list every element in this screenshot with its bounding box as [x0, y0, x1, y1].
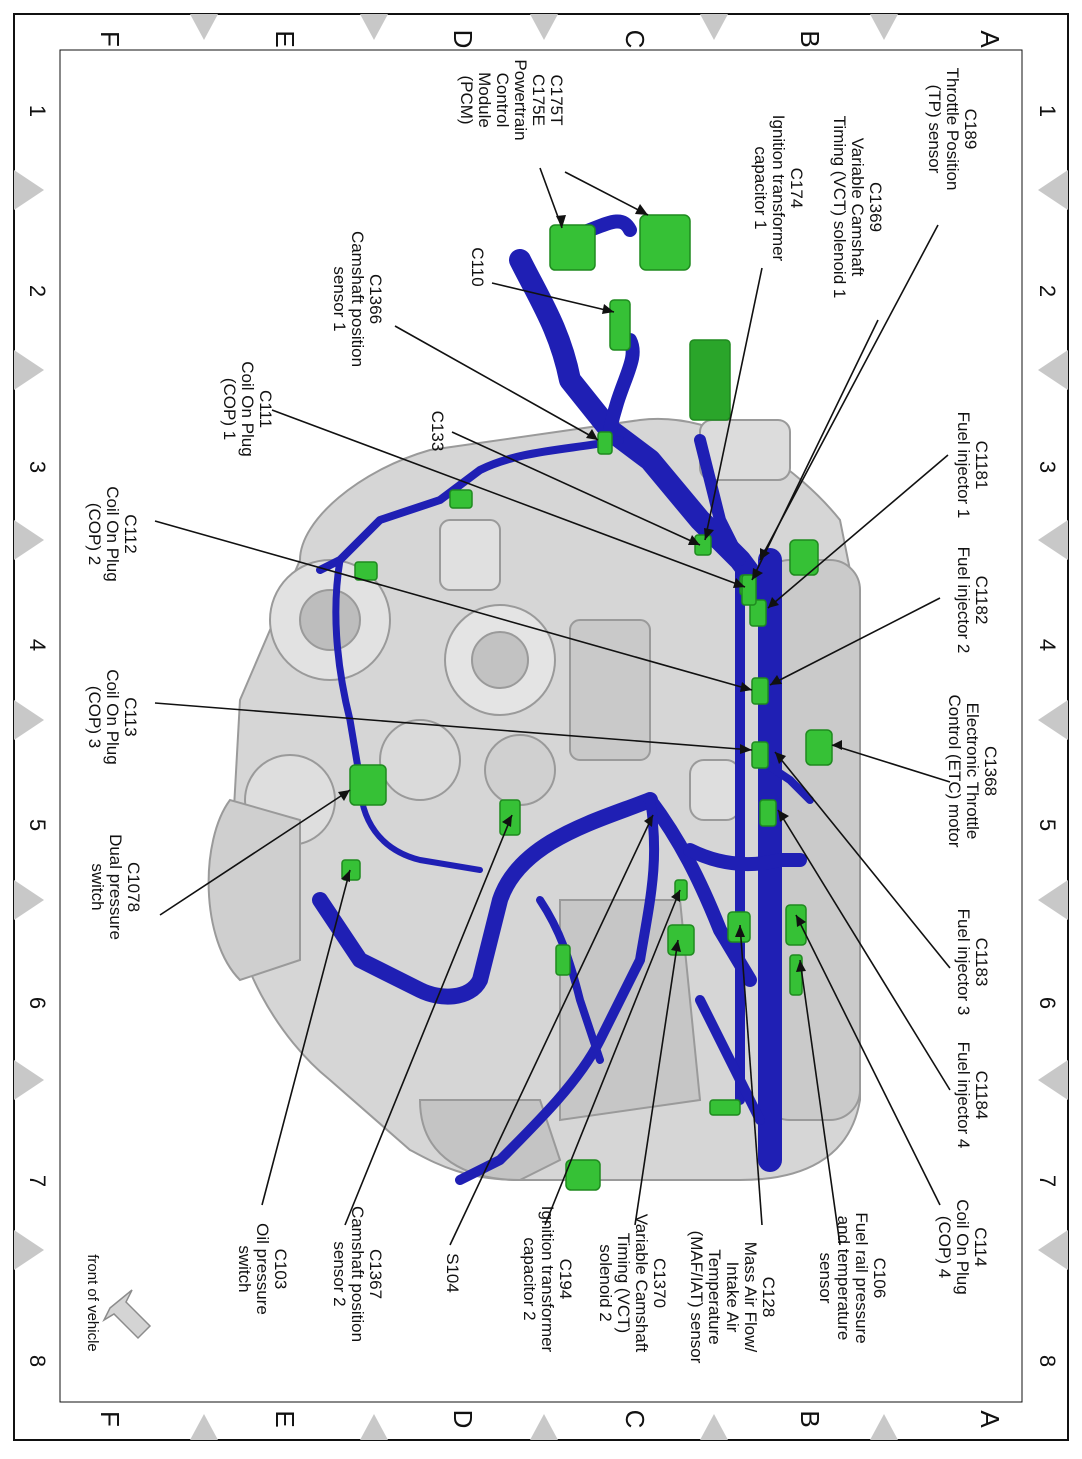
grid-number-left-6: 6	[25, 996, 50, 1010]
grid-number-right-3: 3	[1035, 460, 1060, 474]
label-c194: C194 Ignition transformer capacitor 2	[520, 1205, 575, 1353]
connector-c1183	[751, 741, 769, 769]
connector-c128	[727, 911, 751, 943]
grid-number-left-1: 1	[25, 104, 50, 118]
connector-c133	[449, 489, 473, 509]
label-c1367: C1367 Camshaft position sensor 2	[330, 1205, 385, 1343]
grid-number-left-8: 8	[25, 1354, 50, 1368]
grid-letter-top-f: F	[95, 31, 125, 47]
connector-misc-1	[555, 944, 571, 976]
connector-c1184	[759, 799, 777, 827]
connector-big-box	[689, 339, 731, 421]
grid-letter-bottom-d: D	[448, 1409, 478, 1429]
arrowheads	[338, 204, 842, 972]
grid-number-left-3: 3	[25, 460, 50, 474]
grid-letter-top-e: E	[270, 30, 300, 48]
grid-number-right-5: 5	[1035, 818, 1060, 832]
label-c1366: C1366 Camshaft position sensor 1	[330, 230, 385, 368]
grid-letter-bottom-e: E	[270, 1410, 300, 1428]
label-c106: C106 Fuel rail pressure and temperature …	[816, 1212, 889, 1344]
grid-number-left-4: 4	[25, 638, 50, 652]
connector-c189	[639, 214, 691, 271]
grid-number-left-5: 5	[25, 818, 50, 832]
grid-letter-bottom-c: C	[620, 1409, 650, 1429]
label-c110: C110	[468, 247, 487, 287]
label-c1369: C1369 Variable Camshaft Timing (VCT) sol…	[830, 115, 885, 299]
label-front-of-vehicle: front of vehicle	[84, 1254, 101, 1352]
inner-frame	[59, 49, 1023, 1403]
connector-c189-tip	[789, 539, 819, 576]
grid-number-right-1: 1	[1035, 104, 1060, 118]
connector-c112	[354, 561, 378, 581]
label-c174: C174 Ignition transformer capacitor 1	[751, 114, 806, 262]
connector-c1370	[667, 924, 695, 956]
connector-misc-2	[709, 1099, 741, 1116]
label-c128: C128 Mass Air Flow/ Intake Air Temperatu…	[687, 1230, 778, 1364]
grid-letter-bottom-a: A	[975, 1410, 1005, 1428]
grid-letter-top-b: B	[795, 30, 825, 48]
connector-c111	[741, 574, 757, 606]
label-c112: C112 Coil On Plug (COP) 2	[85, 486, 140, 582]
grid-number-left-2: 2	[25, 284, 50, 298]
grid-triangles	[14, 14, 1068, 1440]
grid-number-right-2: 2	[1035, 284, 1060, 298]
grid-letter-bottom-f: F	[95, 1411, 125, 1427]
label-c1368: C1368 Electronic Throttle Control (ETC) …	[945, 694, 1000, 848]
grid-letter-top-c: C	[620, 29, 650, 49]
connector-c110	[609, 299, 631, 351]
connector-c175	[549, 224, 596, 271]
connector-c1182	[751, 677, 769, 705]
connector-c1368	[805, 729, 833, 766]
connector-c114	[785, 904, 807, 946]
grid-number-left-7: 7	[25, 1174, 50, 1188]
label-c1370: C1370 Variable Camshaft Timing (VCT) sol…	[596, 1213, 669, 1353]
label-c114: C114 Coil On Plug (COP) 4	[935, 1199, 990, 1295]
connector-c1366	[597, 431, 613, 455]
grid-letter-top-a: A	[975, 30, 1005, 48]
connector-c113	[349, 764, 387, 806]
label-c1182: C1182 Fuel injector 2	[954, 546, 991, 654]
grid-number-right-6: 6	[1035, 996, 1060, 1010]
grid-letter-bottom-b: B	[795, 1410, 825, 1428]
label-c1183: C1183 Fuel injector 3	[954, 908, 991, 1016]
label-c1078: C1078 Dual pressure switch	[88, 834, 143, 940]
label-c189: C189 Throttle Position (TP) sensor	[925, 67, 980, 191]
label-c113: C113 Coil On Plug (COP) 3	[85, 669, 140, 765]
label-c103: C103 Oil pressure switch	[235, 1223, 290, 1315]
label-c133: C133	[428, 410, 447, 452]
grid-number-right-4: 4	[1035, 638, 1060, 652]
label-c175: C175T C175E Powertrain Control Module (P…	[457, 59, 566, 141]
front-arrow-icon	[102, 1289, 152, 1340]
grid-number-right-7: 7	[1035, 1174, 1060, 1188]
label-c1181: C1181 Fuel injector 1	[954, 411, 991, 519]
connector-c1181	[749, 599, 767, 627]
engine-block	[207, 417, 861, 1182]
label-c111: C111 Coil On Plug (COP) 1	[220, 361, 275, 457]
label-c1184: C1184 Fuel injector 4	[954, 1041, 991, 1149]
label-s104: S104	[443, 1253, 462, 1293]
grid-number-right-8: 8	[1035, 1354, 1060, 1368]
leader-lines	[154, 167, 951, 1246]
